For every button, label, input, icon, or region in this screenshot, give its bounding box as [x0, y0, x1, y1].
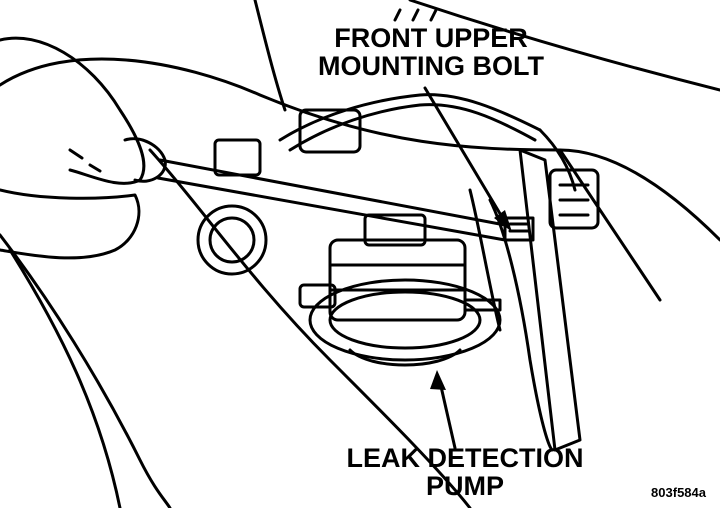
- callout-bolt-line2: MOUNTING BOLT: [318, 51, 544, 82]
- bolt-leader-arrowhead: [494, 210, 512, 232]
- leak-detection-pump-callout: LEAK DETECTION PUMP: [338, 444, 592, 501]
- wiring-harness: [213, 93, 600, 230]
- figure-id: 803f584a: [651, 485, 706, 500]
- callout-pump-line1: LEAK DETECTION: [346, 443, 584, 473]
- pump-leader-arrowhead: [430, 370, 446, 390]
- front-upper-mounting-bolt-callout: FRONT UPPER MOUNTING BOLT: [305, 24, 557, 81]
- callout-bolt-line1: FRONT UPPER: [334, 23, 528, 53]
- pump-assembly: [298, 213, 502, 367]
- filler-cap: [196, 204, 268, 276]
- frame-rail: [468, 148, 582, 452]
- hand-with-tool: [0, 36, 507, 260]
- callout-pump-line2: PUMP: [425, 471, 504, 502]
- bolt-leader-line: [423, 86, 507, 224]
- pump-leader-line: [438, 380, 457, 450]
- leader-lines: [423, 86, 507, 450]
- mounting-bolt: [503, 216, 535, 242]
